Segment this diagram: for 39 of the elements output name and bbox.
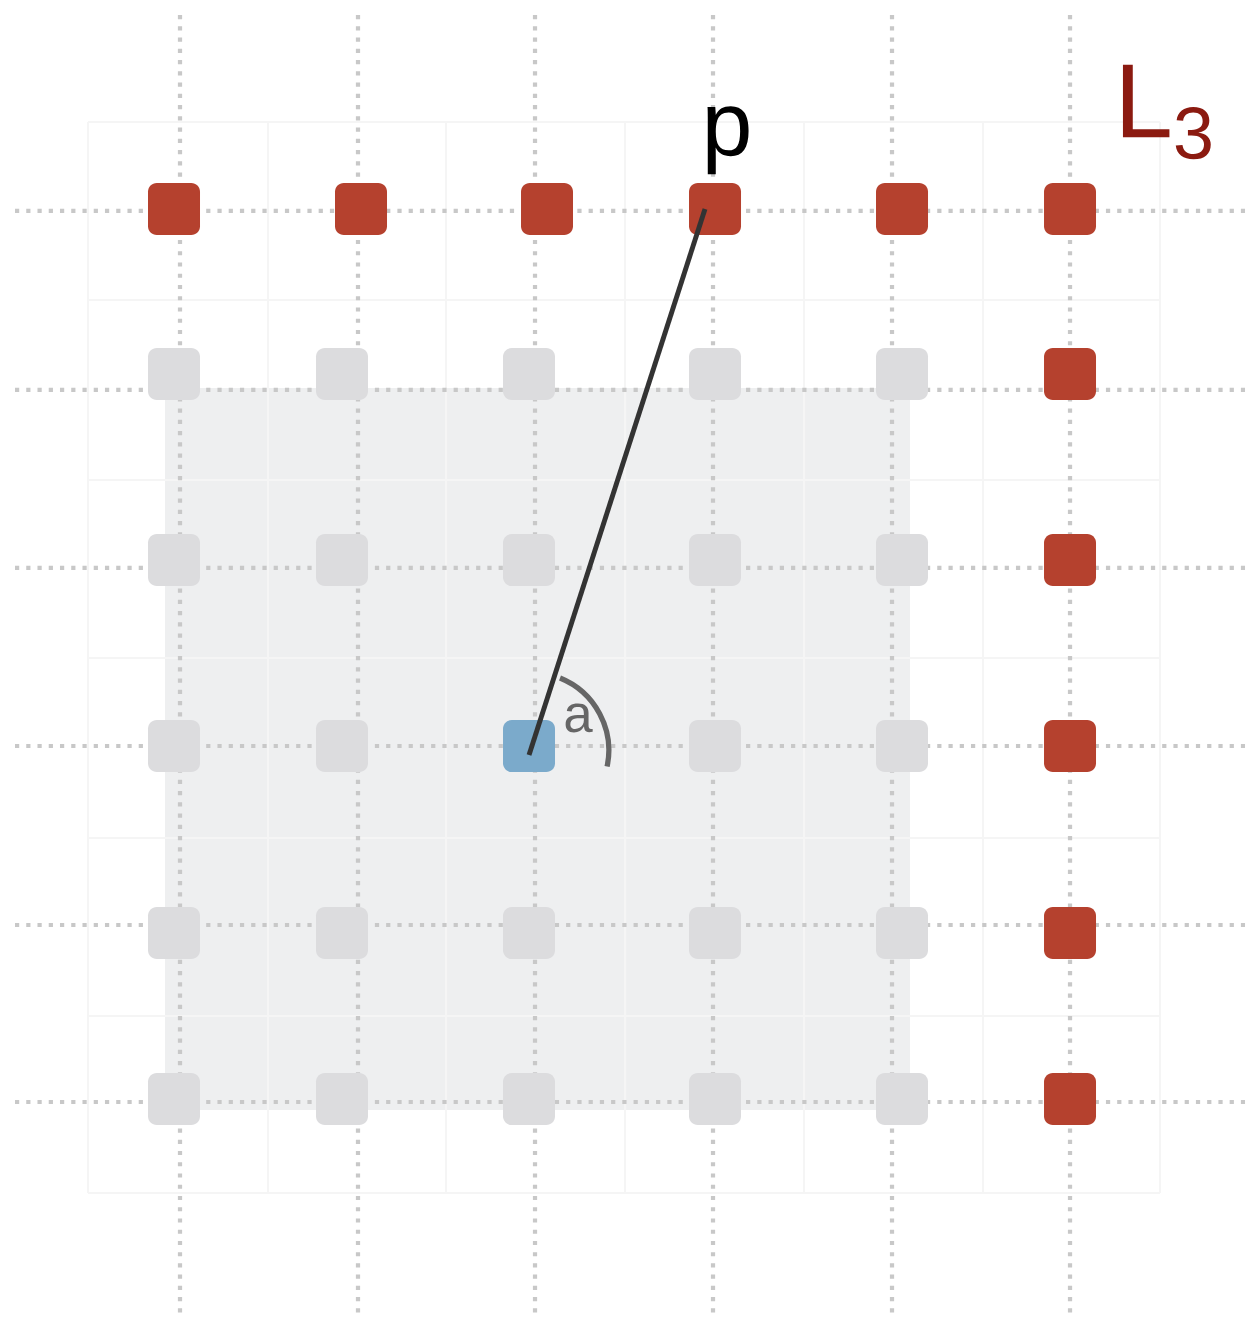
square-tile — [316, 720, 368, 772]
square-tile — [876, 720, 928, 772]
square-tile — [1044, 720, 1096, 772]
square-tile — [1044, 1073, 1096, 1125]
square-tile — [876, 348, 928, 400]
square-tile — [689, 1073, 741, 1125]
square-tile — [148, 720, 200, 772]
shell-label: L$_{3}$ — [1122, 64, 1211, 160]
square-tile — [689, 183, 741, 235]
square-tile — [876, 183, 928, 235]
square-tile — [148, 348, 200, 400]
square-tile — [1044, 534, 1096, 586]
square-tile — [521, 183, 573, 235]
square-tile — [316, 907, 368, 959]
square-tile — [148, 183, 200, 235]
square-tile — [1044, 348, 1096, 400]
square-tile — [503, 348, 555, 400]
edge-label: p — [707, 106, 749, 175]
angle-label: a — [565, 703, 593, 733]
square-tile — [148, 534, 200, 586]
square-tile — [1044, 183, 1096, 235]
square-tile — [689, 907, 741, 959]
square-tile — [316, 534, 368, 586]
square-tile — [503, 1073, 555, 1125]
square-tile — [1044, 907, 1096, 959]
square-tile — [316, 1073, 368, 1125]
square-tile — [148, 907, 200, 959]
square-tile — [689, 348, 741, 400]
square-tile — [316, 348, 368, 400]
square-tile — [689, 534, 741, 586]
square-tile — [503, 907, 555, 959]
square-tile — [148, 1073, 200, 1125]
square-tile — [335, 183, 387, 235]
square-tile — [876, 1073, 928, 1125]
line-segment — [526, 208, 708, 756]
square-tile — [876, 534, 928, 586]
square-tile — [503, 534, 555, 586]
square-tile — [876, 907, 928, 959]
square-tile — [689, 720, 741, 772]
